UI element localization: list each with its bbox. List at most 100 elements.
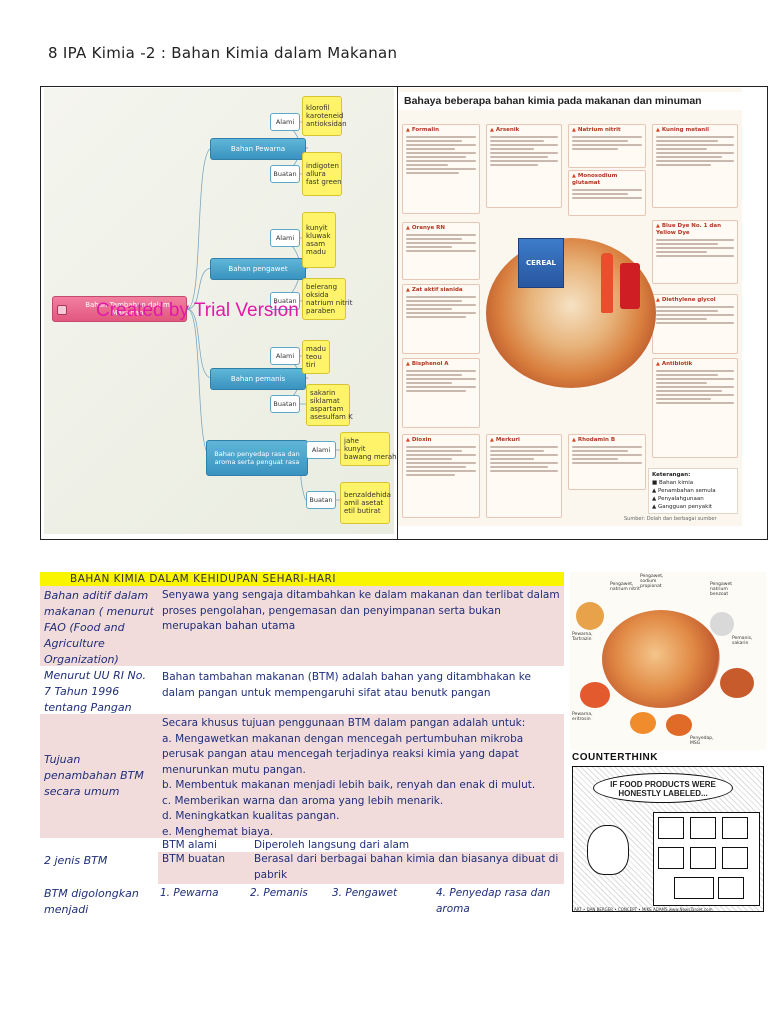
counterthink-cartoon: COUNTERTHINK IF FOOD PRODUCTS WERE HONES… xyxy=(570,750,766,916)
row-label: Bahan aditif dalam makanan ( menurut FAO… xyxy=(44,589,154,666)
leaf-pewarna-alami: klorofil karoteneid antioksidan xyxy=(302,96,347,136)
dish xyxy=(630,712,656,734)
sub-pewarna-alami: Alami xyxy=(270,113,300,131)
card-antibiotik: Antibiotik xyxy=(652,358,738,458)
package xyxy=(722,847,748,869)
card-title: Kuning metanil xyxy=(656,127,734,134)
leaf-pemanis-alami: madu teou tiri xyxy=(302,340,330,374)
purpose-item: a. Mengawetkan makanan dengan mencegah p… xyxy=(162,732,524,776)
card-title: Blue Dye No. 1 dan Yellow Dye xyxy=(656,223,734,237)
sub-pewarna-buatan: Buatan xyxy=(270,165,300,183)
table-row: Menurut UU RI No. 7 Tahun 1996 tentang P… xyxy=(40,666,564,714)
infographic-title: Bahaya beberapa bahan kimia pada makanan… xyxy=(398,92,742,110)
package xyxy=(690,817,716,839)
sub-penyedap-buatan: Buatan xyxy=(306,491,336,509)
cartoon-credit: ART • DAN BERGER • CONCEPT • MIKE ADAMS … xyxy=(574,907,713,912)
cartoon-title: COUNTERTHINK xyxy=(572,752,658,763)
btm-groups: 1. Pewarna 2. Pemanis 3. Pengawet 4. Pen… xyxy=(156,884,564,922)
card-title: Antibiotik xyxy=(656,361,734,368)
speech-bubble: IF FOOD PRODUCTS WERE HONESTLY LABELED..… xyxy=(593,773,733,803)
purpose-item: c. Memberikan warna dan aroma yang lebih… xyxy=(162,794,444,807)
card-diethylene-glycol: Diethylene glycol xyxy=(652,294,738,354)
card-title: Bisphenol A xyxy=(406,361,476,368)
card-sianida: Zat aktif sianida xyxy=(402,284,480,354)
cartoon-panel: IF FOOD PRODUCTS WERE HONESTLY LABELED..… xyxy=(572,766,764,912)
row-label: 2 jenis BTM xyxy=(44,854,108,867)
card-title: Zat aktif sianida xyxy=(406,287,476,294)
row-label: BTM digolongkan menjadi xyxy=(44,887,139,916)
card-title: Diethylene glycol xyxy=(656,297,734,304)
group-item: 3. Pengawet xyxy=(332,887,398,899)
hazard-infographic: Bahaya beberapa bahan kimia pada makanan… xyxy=(398,88,742,526)
card-title: Monosodium glutamat xyxy=(572,173,642,187)
frame-divider xyxy=(397,86,398,540)
card-merkuri: Merkuri xyxy=(486,434,562,518)
sub-pemanis-alami: Alami xyxy=(270,347,300,365)
table-row: BTM digolongkan menjadi 1. Pewarna 2. Pe… xyxy=(40,884,564,922)
card-blue-dye: Blue Dye No. 1 dan Yellow Dye xyxy=(652,220,738,284)
legend-title: Keterangan: xyxy=(652,472,691,478)
legend-item: ▲ Penambahan semula xyxy=(652,488,716,494)
dish xyxy=(720,668,754,698)
leaf-penyedap-alami: jahe kunyit bawang merah xyxy=(340,432,397,466)
purpose-item: e. Menghemat biaya. xyxy=(162,825,274,838)
sub-pengawet-alami: Alami xyxy=(270,229,300,247)
card-msg: Monosodium glutamat xyxy=(568,170,646,216)
branch-penyedap: Bahan penyedap rasa dan aroma serta peng… xyxy=(206,440,308,476)
cereal-box: CEREAL xyxy=(518,238,564,288)
legend-item: ■ Bahan kimia xyxy=(652,480,694,486)
card-bisphenol-a: Bisphenol A xyxy=(402,358,480,428)
sauce-bottle xyxy=(601,253,613,313)
leaf-pengawet-alami: kunyit kluwak asam madu xyxy=(302,212,336,268)
legend-item: ▲ Gangguan penyakit xyxy=(652,504,713,510)
card-dioxin: Dioxin xyxy=(402,434,480,518)
card-natrium-nitrit: Natrium nitrit xyxy=(568,124,646,168)
package xyxy=(658,817,684,839)
mind-map: Bahan Tambahan dalam Makanan Bahan Pewar… xyxy=(44,88,397,534)
table-header: BAHAN KIMIA DALAM KEHIDUPAN SEHARI-HARI xyxy=(40,572,564,586)
leaf-pengawet-buatan: belerang oksida natrium nitrit paraben xyxy=(302,278,352,320)
basket-icon xyxy=(57,305,67,315)
card-title: Oranye RN xyxy=(406,225,476,232)
source-note: Sumber: Dolah dan berbagai sumber xyxy=(624,516,717,522)
dish xyxy=(602,610,720,708)
mind-map-root: Bahan Tambahan dalam Makanan xyxy=(52,296,187,322)
branch-pewarna: Bahan Pewarna xyxy=(210,138,306,160)
package xyxy=(718,877,744,899)
group-item: 4. Penyedap rasa dan aroma xyxy=(436,887,551,915)
sub-pengawet-buatan: Buatan xyxy=(270,292,300,310)
dish xyxy=(576,602,604,630)
row-text: BTM alami Diperoleh langsung dari alam B… xyxy=(158,838,564,884)
card-rhodamin-b: Rhodamin B xyxy=(568,434,646,490)
card-title: Merkuri xyxy=(490,437,558,444)
row-text: Bahan tambahan makanan (BTM) adalah baha… xyxy=(162,671,531,699)
package xyxy=(658,847,684,869)
group-item: 2. Pemanis xyxy=(250,887,308,899)
card-title: Dioxin xyxy=(406,437,476,444)
purpose-item: b. Membentuk makanan menjadi lebih baik,… xyxy=(162,779,536,791)
additive-label: Pewarna, eritrosin xyxy=(572,712,593,722)
store-shelf xyxy=(653,812,760,906)
trial-watermark: Created by Trial Version xyxy=(96,300,299,321)
additive-label: Pengawet, sodium propionat xyxy=(640,574,664,589)
row-text: Senyawa yang sengaja ditambahkan ke dala… xyxy=(162,589,560,632)
card-kuning-metanil: Kuning metanil xyxy=(652,124,738,208)
leaf-pemanis-buatan: sakarin siklamat aspartam asesulfam K xyxy=(306,384,353,426)
dish xyxy=(666,714,692,736)
dish xyxy=(710,612,734,636)
card-title: Natrium nitrit xyxy=(572,127,642,134)
card-title: Arsenik xyxy=(490,127,558,134)
card-oranye-rn: Oranye RN xyxy=(402,222,480,280)
table-row: 2 jenis BTM BTM alami Diperoleh langsung… xyxy=(40,838,564,884)
card-title: Rhodamin B xyxy=(572,437,642,444)
shopper-figure xyxy=(587,825,629,875)
card-formalin: Formalin xyxy=(402,124,480,214)
row-label: Menurut UU RI No. 7 Tahun 1996 tentang P… xyxy=(44,669,146,714)
card-arsenik: Arsenik xyxy=(486,124,562,208)
sub-penyedap-alami: Alami xyxy=(306,441,336,459)
purpose-intro: Secara khusus tujuan penggunaan BTM dala… xyxy=(162,717,526,729)
branch-pengawet: Bahan pengawet xyxy=(210,258,306,280)
additive-label: Pengawet natrium benzoat xyxy=(710,582,733,597)
btm-table: BAHAN KIMIA DALAM KEHIDUPAN SEHARI-HARI … xyxy=(40,572,564,922)
page-title: 8 IPA Kimia -2 : Bahan Kimia dalam Makan… xyxy=(48,44,398,62)
